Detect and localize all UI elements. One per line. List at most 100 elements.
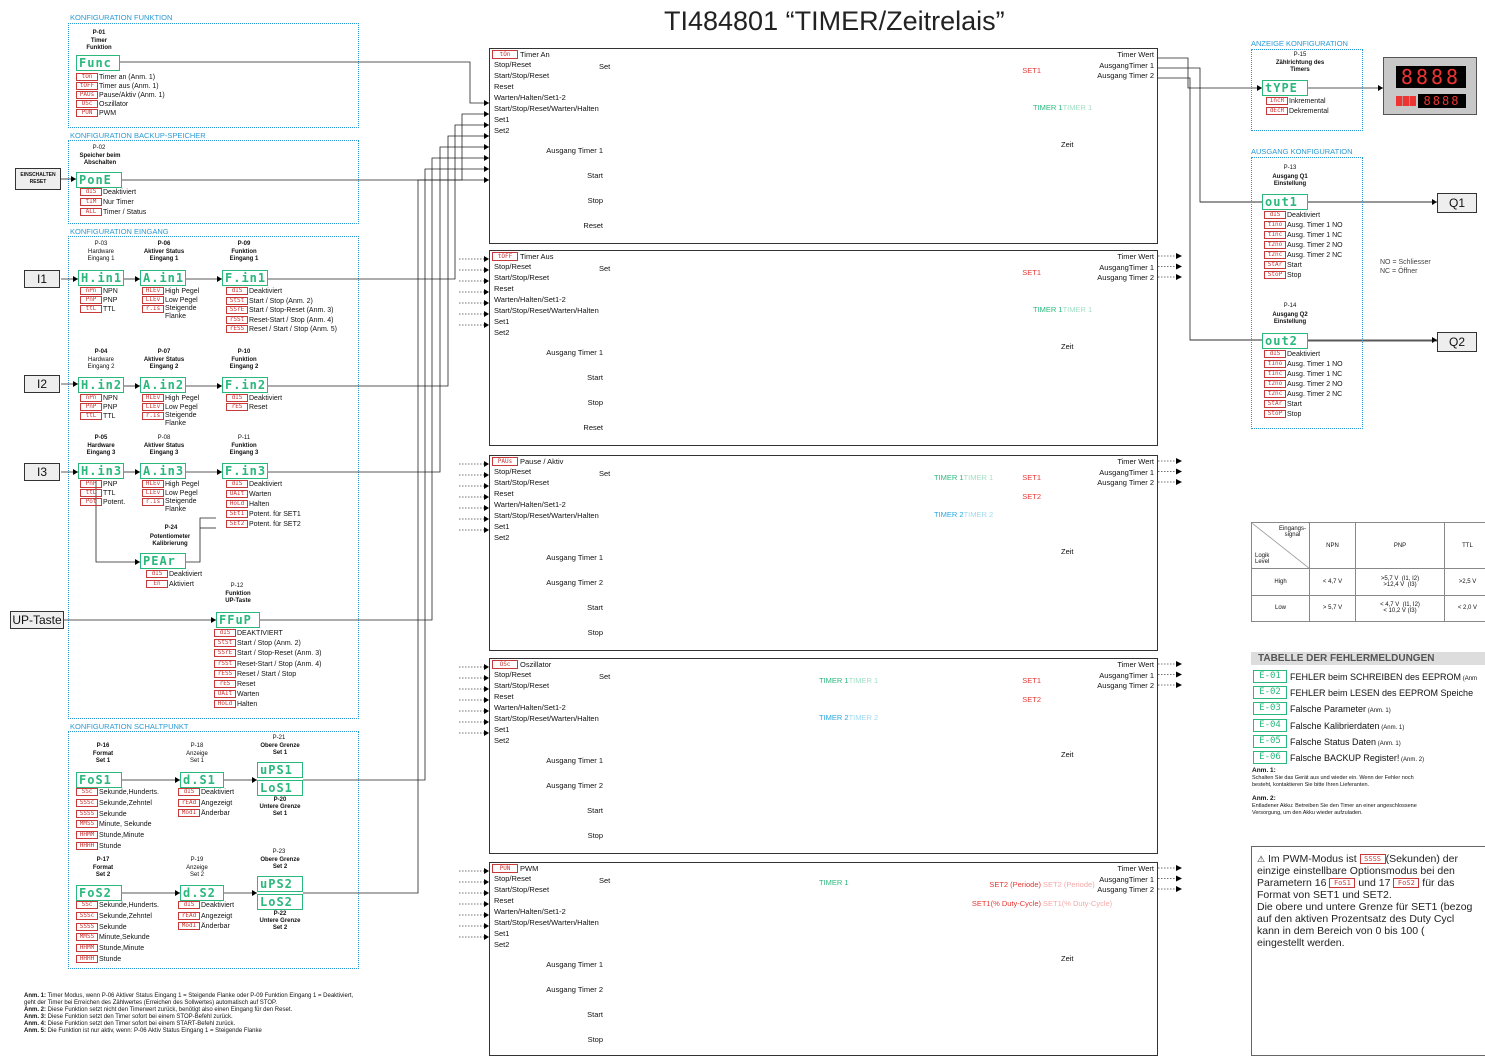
p18-lcd[interactable]: d.S1: [180, 772, 224, 788]
p08-lcd[interactable]: A.in3: [140, 463, 186, 479]
p10-lcd[interactable]: F.in2: [222, 377, 268, 393]
p20-lcd[interactable]: LoS1: [257, 780, 303, 796]
p01-lcd[interactable]: Func: [76, 55, 120, 71]
p16-lcd[interactable]: FoS1: [76, 772, 122, 788]
p23-lcd[interactable]: uPS2: [257, 876, 303, 892]
p21-lcd[interactable]: uPS1: [257, 762, 303, 778]
p12-lcd[interactable]: FFuP: [216, 612, 260, 628]
p17-lcd[interactable]: FoS2: [76, 885, 122, 901]
p19-lcd[interactable]: d.S2: [180, 885, 224, 901]
input-i2[interactable]: I2: [24, 375, 60, 393]
p15-lcd[interactable]: tYPE: [1262, 80, 1308, 96]
p11-lcd[interactable]: F.in3: [222, 463, 268, 479]
p04-lcd[interactable]: H.in2: [78, 377, 124, 393]
p14-lcd[interactable]: out2: [1262, 333, 1308, 349]
p22-lcd[interactable]: LoS2: [257, 894, 303, 910]
p03-lcd[interactable]: H.in1: [78, 270, 124, 286]
p09-lcd[interactable]: F.in1: [222, 270, 268, 286]
p06-lcd[interactable]: A.in1: [140, 270, 186, 286]
p13-lcd[interactable]: out1: [1262, 194, 1308, 210]
input-up-taste[interactable]: UP-Taste: [10, 611, 64, 629]
p24-lcd[interactable]: PEAr: [140, 553, 186, 569]
input-i3[interactable]: I3: [24, 463, 60, 481]
